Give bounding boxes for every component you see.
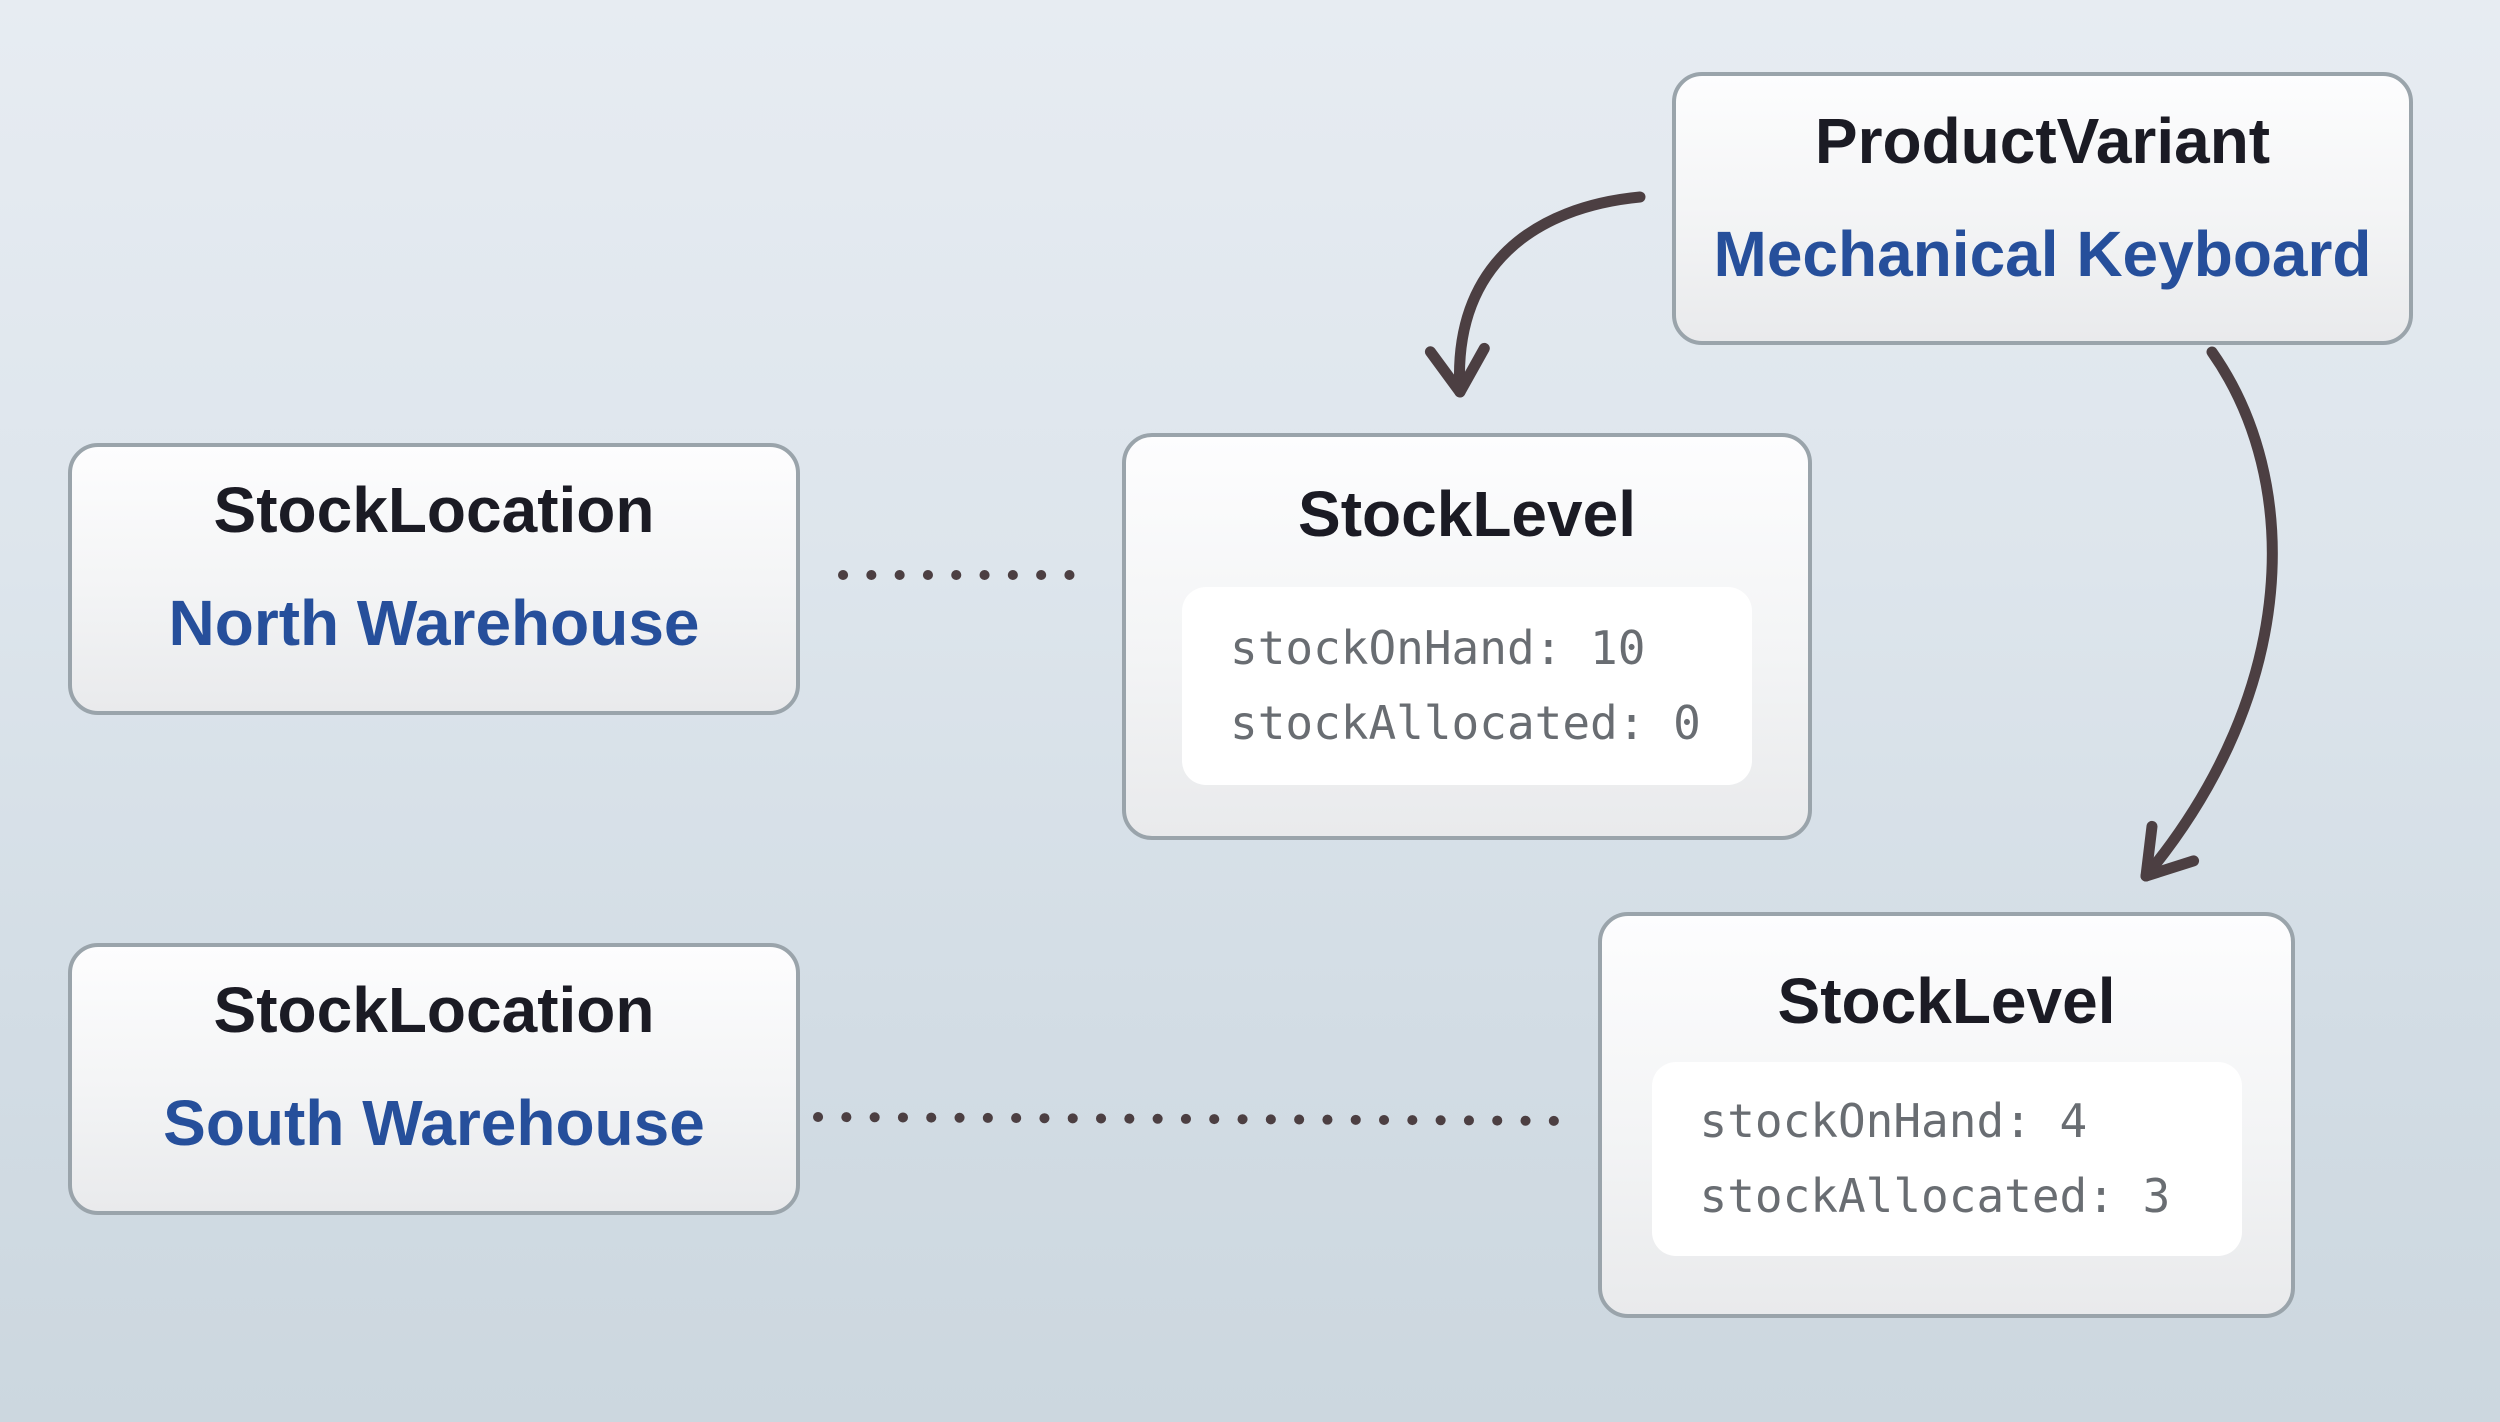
entity-name-label: North Warehouse: [168, 587, 700, 659]
entity-type-label: StockLocation: [213, 474, 655, 546]
attr-stock-on-hand: stockOnHand: 4: [1699, 1094, 2088, 1148]
node-stock-location-south: StockLocation South Warehouse: [68, 943, 800, 1215]
node-stock-level-north: StockLevel stockOnHand: 10 stockAllocate…: [1122, 433, 1812, 840]
entity-name-label: South Warehouse: [163, 1087, 705, 1159]
entity-type-label: StockLocation: [213, 974, 655, 1046]
arrow-productvariant-to-stocklevel-south: [2140, 346, 2278, 882]
node-stock-level-south: StockLevel stockOnHand: 4 stockAllocated…: [1598, 912, 2295, 1318]
attributes-panel: stockOnHand: 10 stockAllocated: 0: [1182, 587, 1752, 785]
entity-type-label: ProductVariant: [1814, 105, 2271, 177]
attributes-panel: stockOnHand: 4 stockAllocated: 3: [1651, 1062, 2242, 1256]
dotted-link-south-location-to-stocklevel: [813, 1112, 1583, 1126]
attr-stock-on-hand: stockOnHand: 10: [1230, 621, 1646, 675]
arrow-productvariant-to-stocklevel-north: [1424, 191, 1646, 398]
entity-type-label: StockLevel: [1777, 965, 2116, 1037]
entity-name-label: Mechanical Keyboard: [1713, 218, 2372, 290]
attr-stock-allocated: stockAllocated: 3: [1699, 1169, 2171, 1223]
node-stock-location-north: StockLocation North Warehouse: [68, 443, 800, 715]
attr-stock-allocated: stockAllocated: 0: [1230, 696, 1701, 750]
entity-type-label: StockLevel: [1298, 478, 1636, 550]
node-product-variant: ProductVariant Mechanical Keyboard: [1672, 72, 2413, 345]
